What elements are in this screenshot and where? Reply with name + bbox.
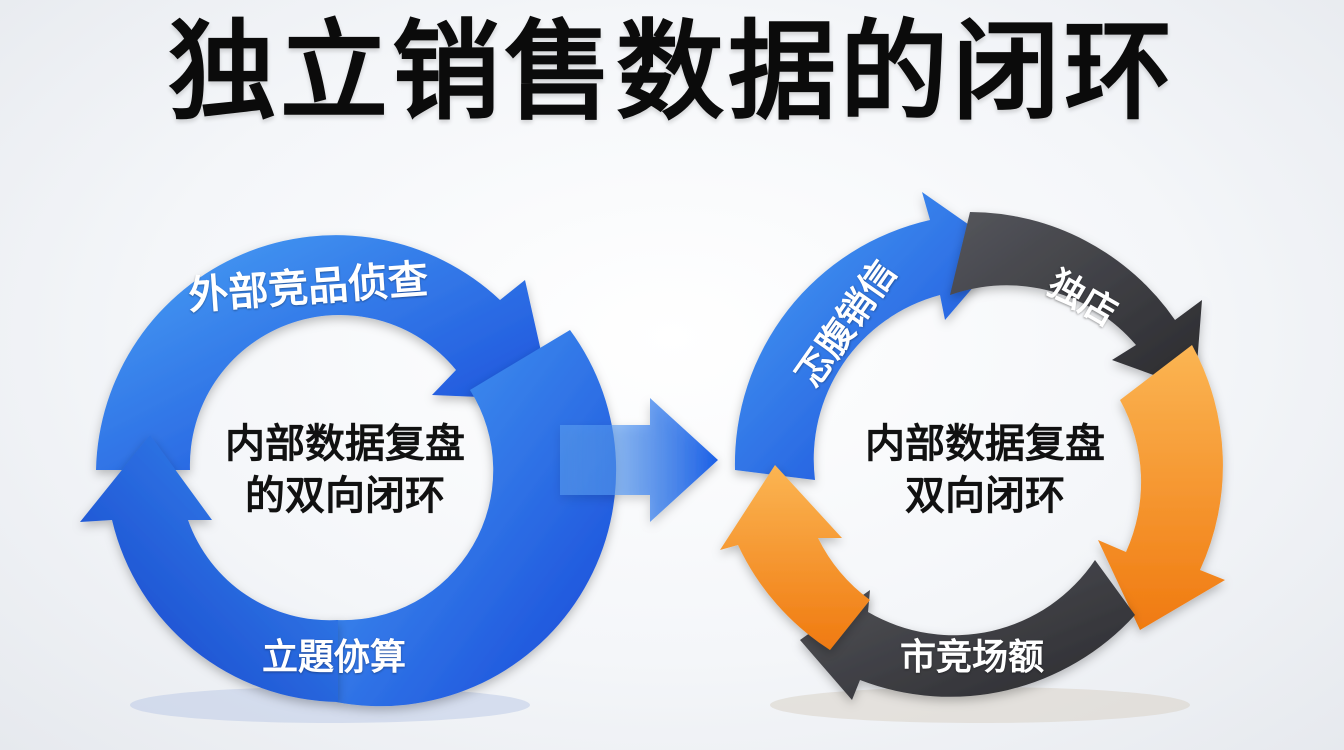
left-center-line2: 的双向闭环 — [245, 473, 445, 519]
right-bottom-dark-arrow — [800, 560, 1135, 700]
main-title: 独立销售数据的闭环 — [167, 10, 1176, 135]
right-orange-arrow — [1098, 345, 1225, 630]
left-bottom-arrow — [80, 435, 338, 702]
right-center-line2: 双向闭环 — [905, 473, 1065, 519]
right-floor-shadow — [770, 687, 1190, 723]
connector-arrow — [560, 398, 718, 522]
left-right-segment — [336, 330, 617, 707]
right-bottom-dark-label: 市竞场额 — [900, 637, 1045, 678]
right-top-dark-arrow — [950, 212, 1202, 390]
right-center-text: 内部数据复盘 双向闭环 — [845, 418, 1125, 522]
left-top-arrow — [96, 235, 552, 470]
left-bottom-label: 立題㑊算 — [262, 637, 407, 678]
left-center-text: 内部数据复盘 的双向闭环 — [205, 418, 485, 522]
right-orange-up-arrow — [720, 465, 870, 650]
left-center-line1: 内部数据复盘 — [225, 421, 465, 467]
right-blue-arrow — [734, 192, 1005, 480]
right-center-line1: 内部数据复盘 — [865, 421, 1105, 467]
